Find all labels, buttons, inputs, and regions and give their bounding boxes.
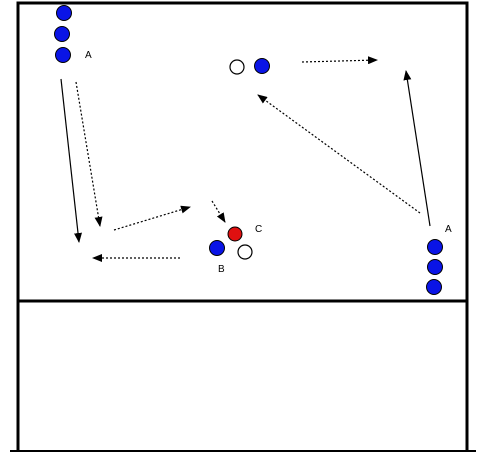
player-b-blue bbox=[209, 240, 225, 256]
run-arrow bbox=[60, 78, 82, 243]
pass-arrow bbox=[211, 200, 226, 223]
player-blue bbox=[426, 279, 442, 295]
player-blue bbox=[54, 26, 70, 42]
player-blue bbox=[427, 239, 443, 255]
run-arrow bbox=[403, 70, 431, 227]
cone-marker bbox=[237, 244, 253, 260]
player-c-label: C bbox=[255, 224, 262, 235]
group-label-a-left: A bbox=[85, 50, 92, 61]
group-label-a-right: A bbox=[445, 224, 452, 235]
pass-arrow bbox=[301, 56, 378, 65]
center-players: C B bbox=[209, 224, 262, 275]
court-outline bbox=[16, 1, 469, 451]
player-group-right: A bbox=[426, 224, 452, 295]
pass-arrow bbox=[113, 205, 191, 231]
player-blue bbox=[254, 58, 270, 74]
player-pair-top bbox=[229, 58, 270, 75]
movement-arrows bbox=[60, 56, 431, 262]
player-blue bbox=[56, 5, 72, 21]
player-c-red bbox=[227, 226, 243, 242]
cone-marker bbox=[229, 59, 245, 75]
pass-arrow bbox=[257, 94, 421, 214]
player-b-label: B bbox=[218, 264, 225, 275]
player-blue bbox=[427, 259, 443, 275]
player-group-top-left: A bbox=[54, 5, 92, 63]
pass-arrow bbox=[75, 81, 103, 227]
player-blue bbox=[55, 47, 71, 63]
